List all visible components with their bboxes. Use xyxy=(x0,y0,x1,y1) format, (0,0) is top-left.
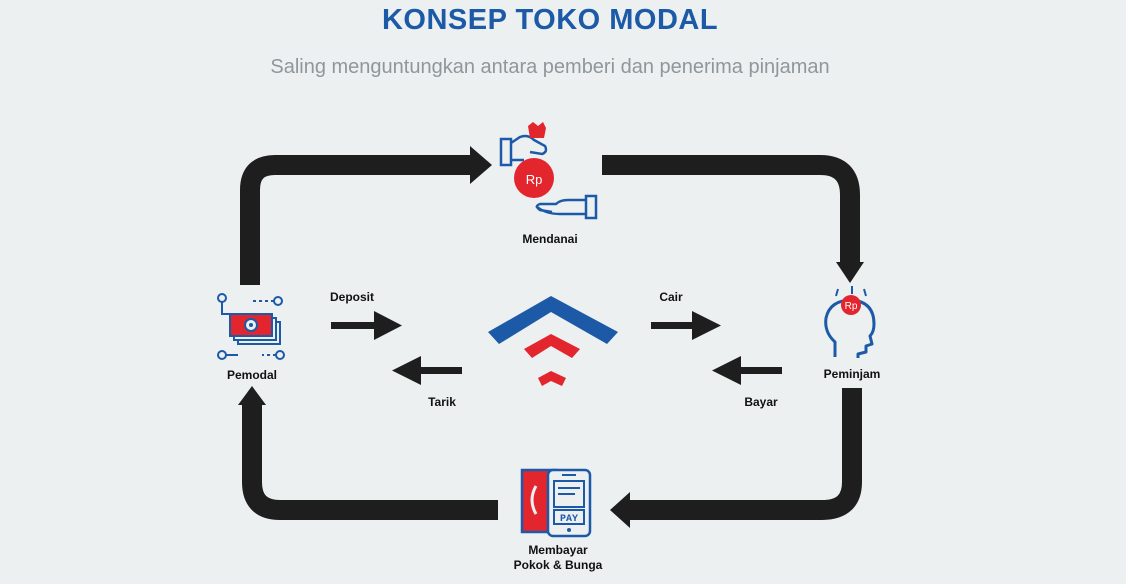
mendanai-badge-text: Rp xyxy=(526,172,543,187)
deposit-arrow xyxy=(331,311,402,340)
borrower-head-icon xyxy=(824,286,876,358)
toko-modal-logo-icon xyxy=(488,296,618,386)
investor-money-icon xyxy=(217,293,285,360)
flow-label-tarik: Tarik xyxy=(428,395,456,409)
cair-arrow xyxy=(651,311,721,340)
cycle-arrowhead-top-right xyxy=(836,262,864,283)
page-title: KONSEP TOKO MODAL xyxy=(381,4,719,36)
flow-label-deposit: Deposit xyxy=(329,290,374,304)
tarik-arrow xyxy=(392,356,462,385)
phone-pay-icon xyxy=(520,468,592,538)
pay-text: PAY xyxy=(560,514,578,525)
node-label-peminjam: Peminjam xyxy=(823,367,881,381)
cycle-arrowhead-bottom-left xyxy=(238,386,266,405)
cycle-arrow-top-right xyxy=(602,155,860,262)
node-label-membayar: Membayar Pokok & Bunga xyxy=(513,543,603,572)
page-subtitle: Saling menguntungkan antara pemberi dan … xyxy=(270,56,830,78)
bayar-arrow xyxy=(712,356,782,385)
cycle-arrow-top-left xyxy=(240,155,470,285)
cycle-arrowhead-bottom-right xyxy=(610,492,630,528)
node-label-mendanai: Mendanai xyxy=(522,232,578,246)
peminjam-badge-text: Rp xyxy=(845,301,858,312)
funding-hand-icon xyxy=(499,122,598,220)
node-label-pemodal: Pemodal xyxy=(226,368,277,382)
cycle-arrow-bottom-left xyxy=(242,405,498,520)
cycle-arrow-bottom-right xyxy=(630,388,862,520)
cycle-arrowhead-top-left xyxy=(470,146,492,184)
flow-label-bayar: Bayar xyxy=(744,395,778,409)
flow-label-cair: Cair xyxy=(659,290,683,304)
